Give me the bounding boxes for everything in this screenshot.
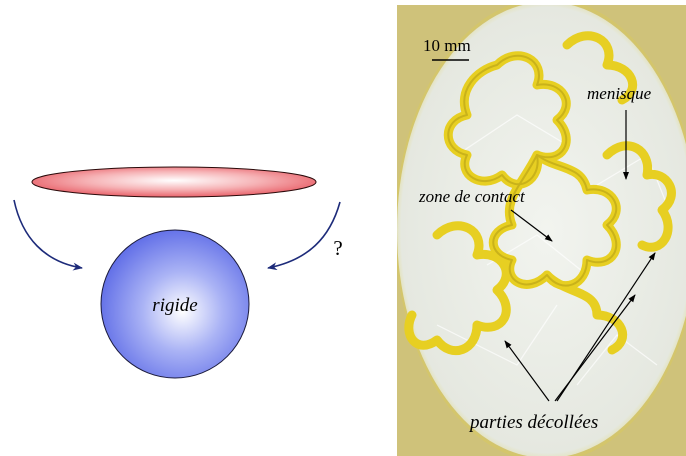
- zone-contact-arrow: [510, 209, 553, 242]
- question-mark: ?: [333, 236, 342, 260]
- decollees-arrow-right: [556, 252, 656, 402]
- zone-contact-label: zone de contact: [418, 187, 526, 206]
- parties-decollees-label: parties décollées: [468, 412, 598, 433]
- left-curved-arrow: [13, 199, 83, 271]
- rigid-sphere: [100, 229, 250, 379]
- decollees-arrow-left: [504, 340, 550, 402]
- menisque-label: menisque: [587, 84, 652, 103]
- meniscus-inner: [447, 54, 618, 287]
- scale-bar-label: 10 mm: [423, 36, 471, 55]
- right-curved-arrow: [267, 201, 341, 271]
- wrapping-schematic: rigide ?: [13, 166, 343, 379]
- sphere-label: rigide: [152, 295, 197, 316]
- experiment-photo: 10 mm menisque zone de contact parties d…: [397, 5, 686, 456]
- elastic-disk: [31, 166, 317, 198]
